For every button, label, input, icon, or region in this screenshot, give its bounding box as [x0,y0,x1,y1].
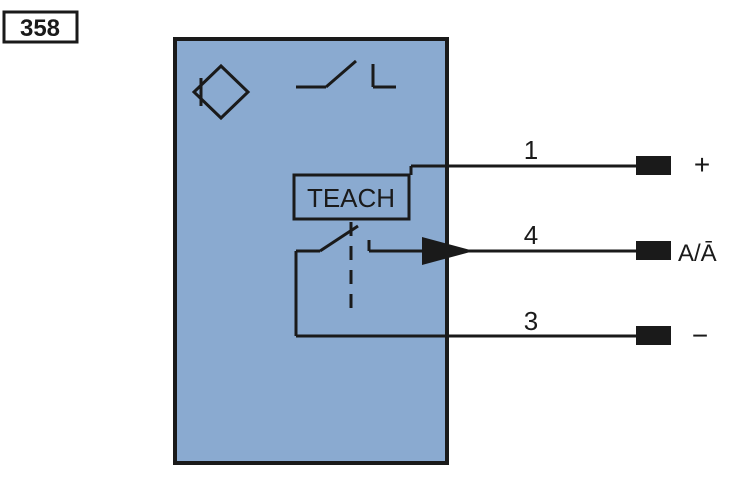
terminal-pin-4 [636,241,671,260]
wire-pin-3: 3 − [296,306,708,351]
pin-number-3: 3 [524,306,538,336]
output-arrow-icon [422,237,474,265]
signal-label-3: − [692,320,708,351]
terminal-pin-3 [636,326,671,345]
wire-pin-4: 4 A/Ā [369,220,717,267]
terminal-pin-1 [636,156,671,175]
figure-number: 358 [20,15,60,42]
teach-box: TEACH [292,173,411,221]
signal-label-1: + [694,149,710,180]
proximity-sensor-icon [191,63,251,121]
teach-label: TEACH [307,183,395,213]
teach-switch-icon [294,222,371,336]
normally-open-contact-icon [296,59,396,89]
pin-number-1: 1 [524,135,538,165]
signal-label-4: A/Ā [678,240,717,267]
wire-pin-1: 1 + [409,135,710,180]
pin-number-4: 4 [524,220,538,250]
figure-number-box: 358 [2,10,79,44]
